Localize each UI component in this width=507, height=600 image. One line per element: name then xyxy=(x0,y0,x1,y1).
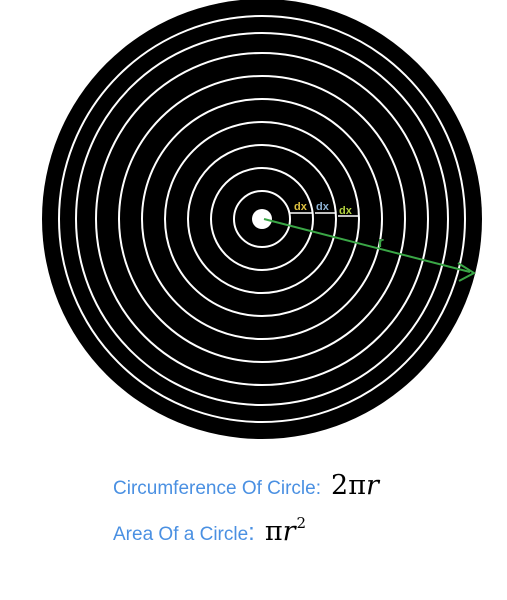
dx-label-3: dx xyxy=(339,205,353,217)
ring-5 xyxy=(141,98,383,340)
circumference-expression: 2πr xyxy=(331,470,379,501)
radius-label: r xyxy=(378,234,384,251)
ring-9 xyxy=(58,15,466,423)
area-colon: : xyxy=(248,519,255,546)
circumference-radius-var: r xyxy=(365,470,379,501)
circumference-formula: Circumference Of Circle: 2πr xyxy=(113,470,379,501)
concentric-rings xyxy=(58,15,466,423)
dx-label-2: dx xyxy=(316,201,330,213)
ring-7 xyxy=(95,52,429,386)
ring-4 xyxy=(164,121,360,317)
ring-8 xyxy=(75,32,449,406)
area-formula: Area Of a Circle: πr2 xyxy=(113,514,306,547)
circumference-coefficient: 2 xyxy=(331,470,349,501)
dx-label-1: dx xyxy=(294,201,308,213)
area-label: Area Of a Circle xyxy=(113,524,249,545)
area-radius-var: r xyxy=(282,516,296,547)
area-expression: πr2 xyxy=(265,514,306,547)
ring-3 xyxy=(187,144,337,294)
ring-1 xyxy=(233,190,291,248)
circumference-label: Circumference Of Circle: xyxy=(113,478,321,499)
circumference-pi: π xyxy=(348,470,366,501)
area-exponent: 2 xyxy=(296,514,307,532)
circle-diagram: dx dx dx r xyxy=(42,0,482,439)
ring-2 xyxy=(210,167,314,271)
radius-arrowhead xyxy=(457,262,476,282)
ring-6 xyxy=(118,75,406,363)
area-pi: π xyxy=(264,516,283,547)
radius-arrow-line xyxy=(263,218,471,273)
center-dot xyxy=(252,209,272,229)
